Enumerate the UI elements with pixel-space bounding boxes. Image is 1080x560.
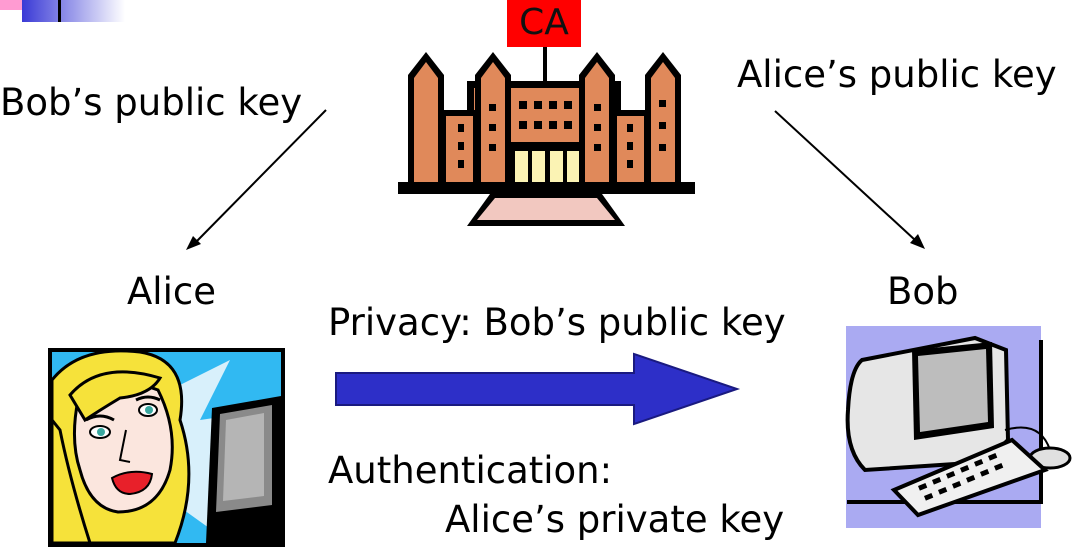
privacy-label: Privacy: Bob’s public key bbox=[328, 301, 786, 344]
ca-to-alice-arrow-label: Bob’s public key bbox=[0, 81, 303, 124]
slide-corner-decoration bbox=[0, 0, 125, 22]
ca-to-bob-arrow-label: Alice’s public key bbox=[737, 53, 1057, 96]
authentication-label: Authentication: bbox=[328, 449, 613, 492]
ca-to-alice-arrow bbox=[186, 109, 327, 250]
authentication-key-label: Alice’s private key bbox=[445, 498, 785, 541]
bob-label: Bob bbox=[887, 270, 959, 313]
ca-label-box: CA bbox=[507, 0, 581, 47]
alice-label: Alice bbox=[127, 270, 216, 313]
ca-label: CA bbox=[519, 2, 569, 43]
ca-to-bob-arrow bbox=[774, 110, 925, 249]
